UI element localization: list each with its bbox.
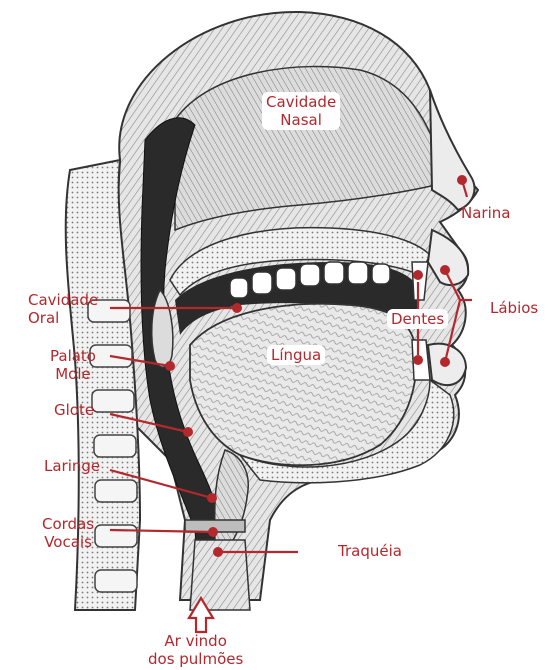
label-cavidade-nasal: Cavidade Nasal (262, 92, 340, 130)
label-cordas-vocais: Cordas Vocais (42, 515, 94, 551)
label-ar-vindo: Ar vindo dos pulmões (148, 632, 243, 668)
label-palato-mole: Palato Mole (50, 347, 96, 383)
label-glote: Glote (54, 401, 94, 419)
label-laringe: Laringe (44, 457, 100, 475)
tongue (190, 304, 416, 465)
label-labios: Lábios (490, 299, 538, 317)
label-narina: Narina (461, 204, 510, 222)
label-lingua: Língua (267, 345, 325, 365)
label-cavidade-oral: Cavidade Oral (28, 291, 98, 327)
label-traqueia: Traquéia (338, 542, 402, 560)
label-dentes: Dentes (387, 309, 448, 329)
nose (430, 90, 474, 210)
